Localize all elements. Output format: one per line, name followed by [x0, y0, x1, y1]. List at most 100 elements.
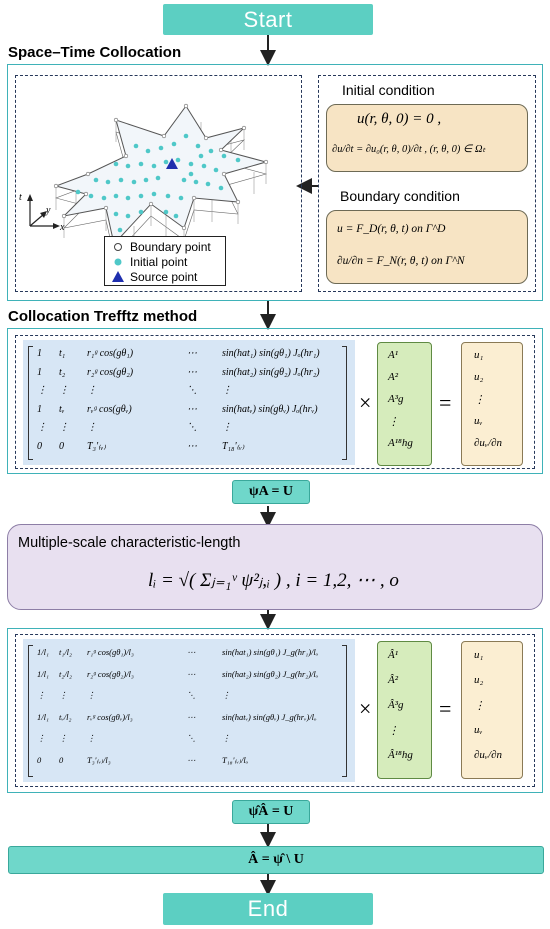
- vector-entry: A²: [388, 371, 399, 383]
- section2-panel: [7, 328, 543, 474]
- legend-initial-label: Initial point: [130, 254, 188, 269]
- psi-a-equals-u-label: ψA = U: [248, 484, 294, 499]
- vector-entry: u₂: [474, 371, 484, 383]
- vector-entry: ⋮: [474, 700, 485, 712]
- matrix-cell: sin(hat₂) sin(gθ₂) J_g(hr₂)/lₒ: [222, 668, 319, 679]
- matrix-cell: tᵥ: [59, 403, 65, 415]
- vector-entry: ⋮: [388, 725, 399, 737]
- conditions-frame: [318, 75, 536, 292]
- characteristic-length-box: Multiple-scale characteristic-length lᵢ …: [7, 524, 543, 610]
- section2-inner-frame: [15, 335, 535, 469]
- psi-matrix-bracket-left: [28, 346, 33, 460]
- matrix-cell: ⋯: [187, 647, 196, 657]
- final-solution-label: Â = ψ̂ \ U: [248, 852, 304, 867]
- star-domain: [54, 105, 268, 246]
- matrix-cell: ⋯: [187, 403, 197, 415]
- matrix-cell: ⋮: [59, 690, 68, 700]
- start-terminal: Start: [163, 4, 373, 35]
- matrix-cell: ⋮: [87, 385, 97, 396]
- source-point-marker: [166, 158, 178, 169]
- initial-point-icon: [111, 257, 125, 267]
- matrix-cell: t₁: [59, 348, 66, 359]
- axis-t-label: t: [19, 192, 22, 203]
- matrix-cell: 0: [59, 440, 64, 452]
- matrix-cell: 1/l₁: [37, 711, 49, 722]
- initial-condition-label: Initial condition: [342, 82, 435, 98]
- boundary-condition-box: u = F_D(r, θ, t) on Γ^D ∂u/∂n = F_N(r, θ…: [326, 210, 528, 284]
- matrix-cell: ⋮: [87, 690, 96, 700]
- matrix-cell: sin(hatᵥ) sin(gθᵥ) Jₒ(hrᵥ): [222, 403, 318, 415]
- vector-entry: u₁: [474, 649, 484, 661]
- equals-symbol: =: [439, 390, 452, 415]
- psi-hat-a-hat-equals-u-label: ψ̂Â = U: [248, 804, 294, 819]
- bc-equation-1: u = F_D(r, θ, t) on Γ^D: [337, 223, 446, 235]
- vector-entry: uᵥ: [474, 724, 483, 736]
- matrix-cell: rᵥᵍ cos(gθᵥ)/l₃: [87, 711, 133, 722]
- vector-a-box: A¹ A² A³g ⋮ A¹⁸hg: [377, 342, 432, 466]
- scaled-matrix-bracket-right: [342, 645, 347, 777]
- matrix-cell: ⋱: [187, 733, 196, 743]
- matrix-cell: sin(hat₂) sin(gθ₂) Jₒ(hr₂): [222, 366, 320, 378]
- vector-entry: A¹⁸hg: [388, 437, 413, 449]
- matrix-cell: ⋯: [187, 668, 196, 679]
- boundary-point-icon: [111, 242, 125, 252]
- legend-source: Source point: [105, 269, 225, 284]
- matrix-cell: T₁₈'₍ᵥ₎/lₒ: [222, 754, 249, 765]
- matrix-cell: t₂: [59, 366, 66, 378]
- matrix-cell: r₁ᵍ cos(gθ₁)/l₃: [87, 647, 134, 657]
- matrix-cell: rᵥᵍ cos(gθᵥ): [87, 403, 132, 415]
- section1-title: Space–Time Collocation: [8, 44, 182, 61]
- vector-entry: Â²: [388, 674, 399, 686]
- equals-symbol-2: =: [439, 696, 452, 721]
- vector-entry: ⋮: [388, 416, 399, 428]
- matrix-cell: 1: [37, 348, 42, 359]
- matrix-cell: T₃'₍ᵥ₎/l₃: [87, 754, 111, 765]
- domain-plot-frame: [15, 75, 302, 292]
- ic-equation-1: u(r, θ, 0) = 0 ,: [357, 111, 442, 127]
- vector-entry: ∂uᵥ/∂n: [474, 749, 503, 761]
- matrix-cell: 1: [37, 403, 42, 415]
- matrix-cell: ⋮: [37, 385, 47, 396]
- matrix-cell: ⋮: [222, 422, 232, 433]
- matrix-cell: 0: [37, 440, 42, 452]
- matrix-cell: 0: [37, 754, 42, 765]
- vector-entry: ∂uᵥ/∂n: [474, 437, 503, 449]
- legend-initial: Initial point: [105, 254, 225, 269]
- vector-entry: A³g: [388, 393, 404, 405]
- plot-legend: Boundary point Initial point Source poin…: [104, 236, 226, 286]
- times-symbol: ×: [359, 390, 372, 415]
- section2-title: Collocation Trefftz method: [8, 308, 198, 325]
- matrix-cell: ⋯: [187, 366, 197, 378]
- matrix-cell: ⋯: [187, 754, 196, 765]
- matrix-cell: ⋮: [37, 733, 46, 743]
- section4-panel: [7, 628, 543, 793]
- matrix-cell: ⋮: [59, 385, 69, 396]
- bc-equation-2: ∂u/∂n = F_N(r, θ, t) on Γ^N: [337, 255, 465, 267]
- matrix-cell: ⋯: [187, 348, 197, 359]
- boundary-condition-label: Boundary condition: [340, 188, 460, 204]
- matrix-cell: ⋱: [187, 385, 197, 396]
- final-solution-bar: Â = ψ̂ \ U: [8, 846, 544, 874]
- vector-entry: ⋮: [474, 394, 485, 406]
- matrix-cell: 1/l₁: [37, 668, 49, 679]
- initial-condition-box: u(r, θ, 0) = 0 , ∂u/∂t = ∂u₀(r, θ, 0)/∂t…: [326, 104, 528, 172]
- legend-source-label: Source point: [130, 269, 198, 284]
- axis-x-label: x: [60, 222, 65, 233]
- vector-entry: Â¹: [388, 649, 399, 661]
- end-label: End: [247, 896, 289, 921]
- matrix-cell: T₁₈'₍ᵥ₎: [222, 440, 245, 452]
- section4-inner-frame: [15, 634, 535, 787]
- matrix-cell: ⋱: [187, 690, 196, 700]
- matrix-cell: r₂ᵍ cos(gθ₂): [87, 366, 134, 378]
- matrix-cell: ⋮: [222, 385, 232, 396]
- matrix-cell: ⋱: [187, 422, 197, 433]
- psi-hat-a-hat-equals-u: ψ̂Â = U: [232, 800, 310, 824]
- start-label: Start: [243, 6, 293, 32]
- section1-panel: [7, 64, 543, 301]
- vector-entry: A¹: [388, 349, 399, 361]
- source-point-icon: [111, 271, 125, 282]
